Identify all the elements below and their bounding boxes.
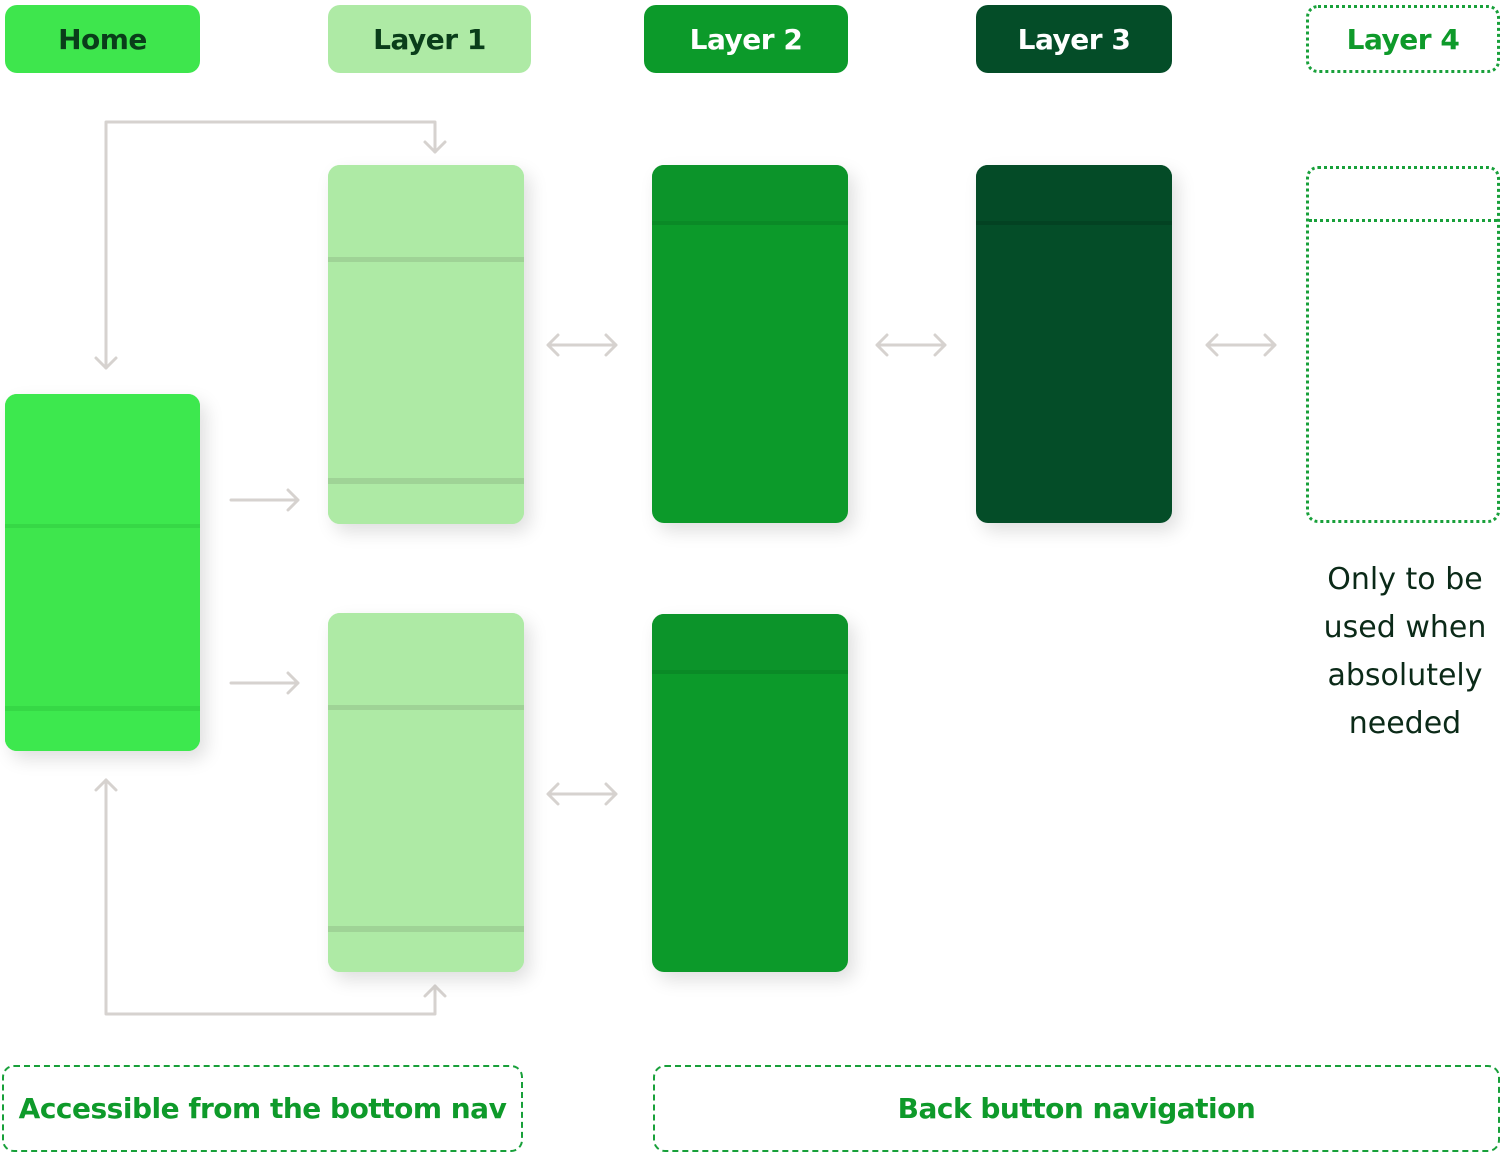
arrow-home-to-layer1-top [229, 488, 300, 512]
home-to-layer1-top-loop [104, 120, 437, 370]
header-layer-2-label: Layer 2 [689, 22, 803, 56]
arrowhead-down-layer1 [423, 140, 447, 154]
home-screen [5, 394, 200, 751]
arrowhead-up-home [94, 778, 118, 792]
double-arrow-l1-l2-bottom [546, 782, 618, 806]
header-layer-4-label: Layer 4 [1346, 22, 1460, 56]
layer2-screen-bottom [652, 614, 848, 972]
layer3-screen [976, 165, 1172, 523]
note-line: used when [1323, 610, 1487, 645]
layer4-note: Only to be used when absolutely needed [1310, 556, 1500, 748]
double-arrow-l2-l3 [875, 333, 947, 357]
header-layer-1-label: Layer 1 [373, 22, 486, 56]
header-layer-4: Layer 4 [1306, 5, 1500, 73]
layer2-screen-top [652, 165, 848, 523]
bottom-nav-caption: Accessible from the bottom nav [2, 1065, 523, 1152]
note-line: needed [1348, 706, 1462, 741]
back-nav-caption-text: Back button navigation [897, 1092, 1256, 1125]
layer4-screen-header-line [1309, 219, 1497, 222]
header-home: Home [5, 5, 200, 73]
layer1-screen-bottom [328, 613, 524, 972]
bottom-nav-caption-text: Accessible from the bottom nav [18, 1092, 507, 1125]
header-layer-3-label: Layer 3 [1017, 22, 1131, 56]
double-arrow-l1-l2-top [546, 333, 618, 357]
home-screen-top-bar [5, 394, 200, 528]
layer1-top-screen-header [328, 165, 524, 262]
layer3-screen-header [976, 165, 1172, 225]
layer2-top-screen-header [652, 165, 848, 225]
note-line: Only to be [1327, 562, 1483, 597]
header-layer-2: Layer 2 [644, 5, 848, 73]
header-layer-1: Layer 1 [328, 5, 531, 73]
header-home-label: Home [58, 22, 147, 56]
layer1-bottom-screen-header [328, 613, 524, 710]
home-screen-bottom-bar [5, 706, 200, 751]
back-nav-caption: Back button navigation [653, 1065, 1500, 1152]
arrowhead-down-home [94, 356, 118, 370]
home-to-layer1-bottom-loop [104, 778, 437, 1016]
layer1-bottom-screen-footer [328, 926, 524, 972]
header-layer-3: Layer 3 [976, 5, 1172, 73]
note-line: absolutely [1327, 658, 1483, 693]
arrow-home-to-layer1-bottom [229, 671, 300, 695]
arrowhead-up-layer1 [423, 984, 447, 998]
layer4-screen [1306, 166, 1500, 523]
double-arrow-l3-l4 [1205, 333, 1277, 357]
layer1-top-screen-footer [328, 478, 524, 524]
layer1-screen-top [328, 165, 524, 524]
layer2-bottom-screen-header [652, 614, 848, 674]
